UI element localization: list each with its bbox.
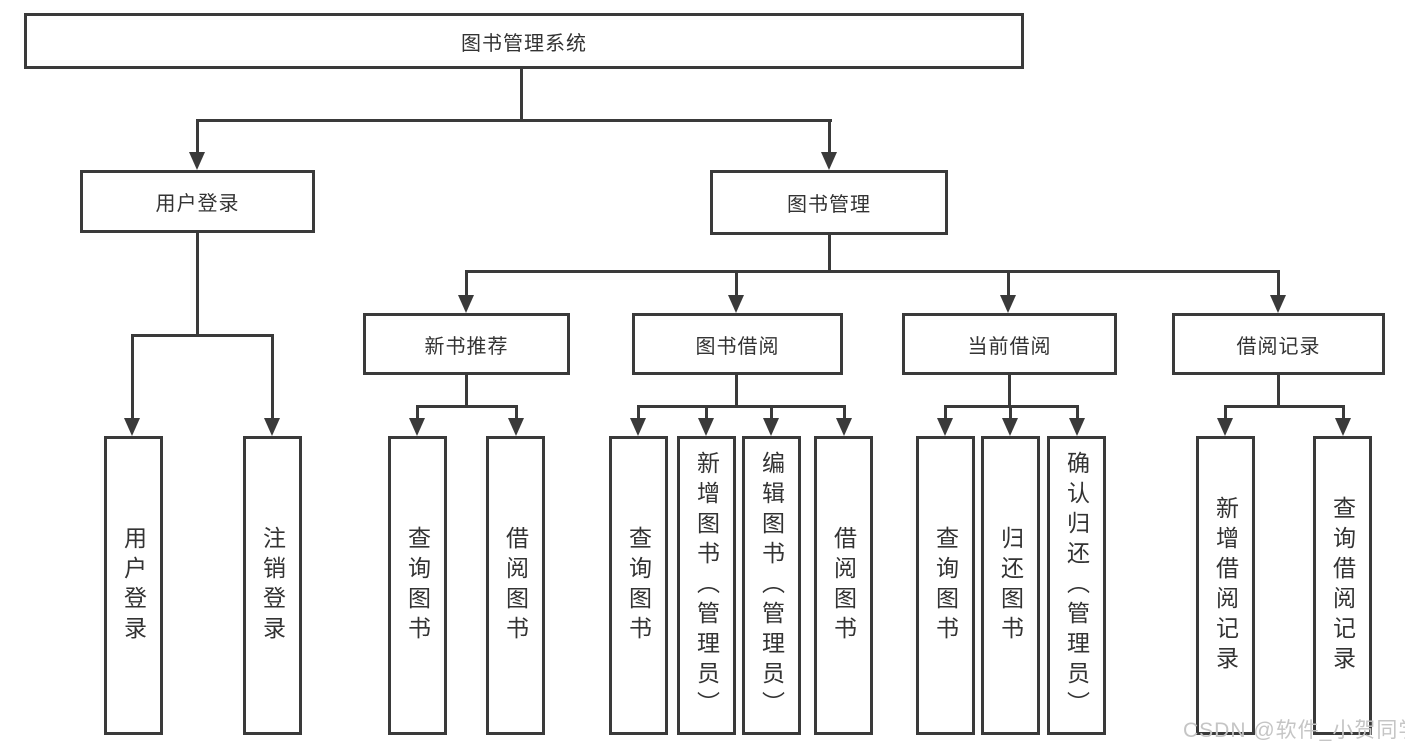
connector-line: [705, 405, 708, 419]
leaf-label: 注销登录: [259, 525, 286, 646]
arrow-down-icon: [264, 418, 280, 436]
leaf-user-login: 用户登录: [104, 436, 163, 735]
connector-line: [465, 375, 468, 407]
arrow-down-icon: [821, 152, 837, 170]
leaf-query-borrow-record: 查询借阅记录: [1313, 436, 1372, 735]
node-book-borrow-label: 图书借阅: [695, 335, 780, 358]
leaf-newbook-query-books: 查询图书: [388, 436, 447, 735]
node-book-borrow: 图书借阅: [632, 313, 843, 375]
leaf-add-books-admin: 新增图书（管理员）: [677, 436, 736, 735]
leaf-label: 新增借阅记录: [1212, 495, 1239, 676]
node-root: 图书管理系统: [24, 13, 1024, 69]
leaf-borrow-borrow-books: 借阅图书: [814, 436, 873, 735]
connector-line: [828, 235, 831, 272]
node-user-login: 用户登录: [80, 170, 315, 233]
leaf-label: 借阅图书: [502, 525, 529, 646]
leaf-label: 归还图书: [997, 525, 1024, 646]
node-current-borrow: 当前借阅: [902, 313, 1117, 375]
leaf-label: 查询图书: [932, 525, 959, 646]
arrow-down-icon: [763, 418, 779, 436]
watermark: CSDN @软件_小贺同学: [1183, 719, 1405, 742]
connector-line: [637, 405, 846, 408]
node-new-book-recommend: 新书推荐: [363, 313, 570, 375]
connector-line: [735, 375, 738, 407]
arrow-down-icon: [1270, 295, 1286, 313]
arrow-down-icon: [189, 152, 205, 170]
connector-line: [131, 334, 274, 337]
leaf-label: 查询图书: [625, 525, 652, 646]
connector-line: [196, 233, 199, 337]
leaf-edit-books-admin: 编辑图书（管理员）: [742, 436, 801, 735]
arrow-down-icon: [458, 295, 474, 313]
leaf-borrow-query-books: 查询图书: [609, 436, 668, 735]
leaf-label: 查询图书: [404, 525, 431, 646]
leaf-current-query-books: 查询图书: [916, 436, 975, 735]
leaf-label: 借阅图书: [830, 525, 857, 646]
node-book-management-label: 图书管理: [787, 194, 871, 216]
connector-line: [1224, 405, 1227, 419]
leaf-logout: 注销登录: [243, 436, 302, 735]
leaf-label: 确认归还（管理员）: [1063, 450, 1090, 721]
connector-line: [843, 405, 846, 419]
arrow-down-icon: [698, 418, 714, 436]
arrow-down-icon: [1002, 418, 1018, 436]
connector-line: [828, 120, 831, 153]
leaf-label: 查询借阅记录: [1329, 495, 1356, 676]
connector-line: [770, 405, 773, 419]
connector-line: [520, 68, 523, 120]
connector-line: [1277, 270, 1280, 296]
connector-line: [515, 405, 518, 419]
connector-line: [1008, 375, 1011, 407]
connector-line: [1009, 405, 1012, 419]
connector-line: [1277, 375, 1280, 407]
arrow-down-icon: [630, 418, 646, 436]
connector-line: [1224, 405, 1345, 408]
node-new-book-recommend-label: 新书推荐: [424, 335, 509, 358]
arrow-down-icon: [937, 418, 953, 436]
connector-line: [465, 270, 468, 296]
node-book-management: 图书管理: [710, 170, 948, 235]
leaf-return-books: 归还图书: [981, 436, 1040, 735]
connector-line: [637, 405, 640, 419]
arrow-down-icon: [1000, 295, 1016, 313]
connector-line: [416, 405, 518, 408]
node-borrow-records: 借阅记录: [1172, 313, 1385, 375]
connector-line: [271, 334, 274, 419]
leaf-label: 编辑图书（管理员）: [758, 450, 785, 721]
arrow-down-icon: [409, 418, 425, 436]
connector-line: [1076, 405, 1079, 419]
arrow-down-icon: [1335, 418, 1351, 436]
arrow-down-icon: [508, 418, 524, 436]
connector-line: [465, 270, 1280, 273]
connector-line: [196, 119, 832, 122]
connector-line: [131, 334, 134, 419]
connector-line: [196, 120, 199, 153]
node-root-label: 图书管理系统: [461, 32, 587, 55]
connector-line: [944, 405, 947, 419]
connector-line: [1342, 405, 1345, 419]
connector-line: [735, 270, 738, 296]
arrow-down-icon: [1069, 418, 1085, 436]
node-borrow-records-label: 借阅记录: [1236, 335, 1321, 358]
node-current-borrow-label: 当前借阅: [967, 335, 1052, 358]
leaf-confirm-return-admin: 确认归还（管理员）: [1047, 436, 1106, 735]
node-user-login-label: 用户登录: [155, 193, 240, 215]
connector-line: [1007, 270, 1010, 296]
connector-line: [416, 405, 419, 419]
leaf-label: 用户登录: [120, 525, 147, 646]
arrow-down-icon: [1217, 418, 1233, 436]
arrow-down-icon: [124, 418, 140, 436]
arrow-down-icon: [836, 418, 852, 436]
leaf-label: 新增图书（管理员）: [693, 450, 720, 721]
arrow-down-icon: [728, 295, 744, 313]
leaf-add-borrow-record: 新增借阅记录: [1196, 436, 1255, 735]
leaf-newbook-borrow-books: 借阅图书: [486, 436, 545, 735]
